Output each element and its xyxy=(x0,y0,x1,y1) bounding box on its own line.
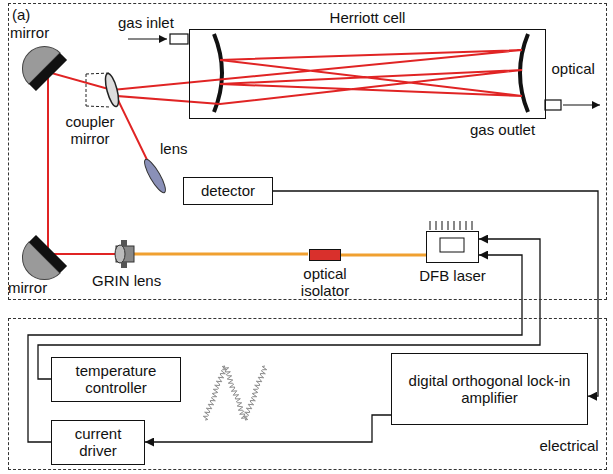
gas-inlet-arrow xyxy=(128,38,167,39)
gas-inlet-pipe xyxy=(170,34,188,44)
node-label: optical isolator xyxy=(285,265,365,300)
cell-mirror xyxy=(520,34,528,112)
part-label: gas inlet xyxy=(118,14,174,31)
laser-chip xyxy=(440,238,464,252)
optical-panel: optical Herriott cell detector optical isol… xyxy=(8,3,607,300)
node-label: electrical xyxy=(540,437,599,454)
modulation-waveform xyxy=(203,366,266,420)
mirror-mount xyxy=(13,37,67,91)
node-label: Herriott cell xyxy=(330,9,406,26)
part-label: mirror xyxy=(8,279,47,296)
part-label: gas outlet xyxy=(470,121,535,138)
signal-wire xyxy=(145,415,391,442)
isolator-box: optical isolator xyxy=(309,249,341,261)
fiber-link xyxy=(341,254,426,257)
part-label: coupler mirror xyxy=(62,113,118,148)
laser-beam xyxy=(48,50,522,254)
herriott-cell: Herriott cell xyxy=(189,29,546,119)
node-label: optical xyxy=(552,60,595,77)
part-label: (a) xyxy=(12,6,30,23)
laser-box: DFB laser xyxy=(426,231,479,263)
grin-lens-symbol xyxy=(115,240,134,268)
lens-symbol xyxy=(141,157,169,195)
node-label: current driver xyxy=(58,425,138,460)
node-label: detector xyxy=(201,182,255,199)
gas-outlet-arrow xyxy=(563,104,600,105)
waveform-line xyxy=(203,366,266,420)
node-label: DFB laser xyxy=(419,267,486,284)
driver-box: current driver xyxy=(51,420,145,465)
part-label: mirror xyxy=(10,24,49,41)
controller-box: temperature controller xyxy=(51,357,181,402)
cell-mirror xyxy=(214,34,222,112)
coupler-mirror-symbol xyxy=(103,72,121,107)
node-label: digital orthogonal lock-in amplifier xyxy=(398,372,581,407)
laser-pins xyxy=(430,221,472,230)
detector-box: detector xyxy=(183,177,273,205)
lock-in-box: digital orthogonal lock-in amplifier xyxy=(391,353,588,425)
gas-outlet-pipe xyxy=(545,100,561,110)
part-label: lens xyxy=(160,140,188,157)
optical-fiber xyxy=(134,253,308,256)
part-label: GRIN lens xyxy=(92,272,161,289)
node-label: temperature controller xyxy=(58,362,174,397)
electrical-panel: electrical temperature controller current … xyxy=(8,318,607,470)
